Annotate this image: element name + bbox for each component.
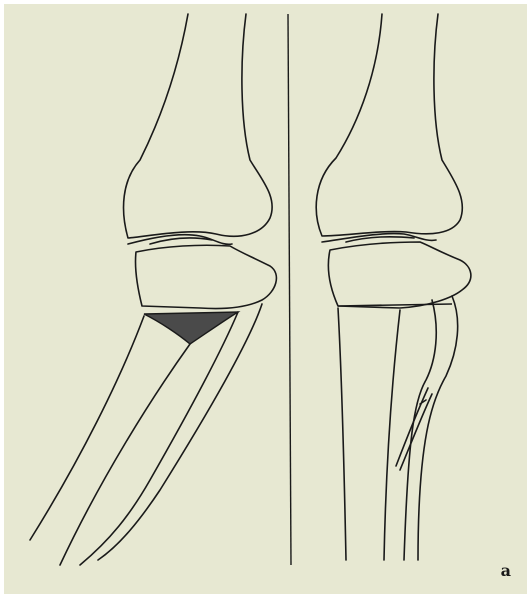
figure-background bbox=[4, 4, 527, 594]
panel-label: a bbox=[501, 561, 511, 580]
